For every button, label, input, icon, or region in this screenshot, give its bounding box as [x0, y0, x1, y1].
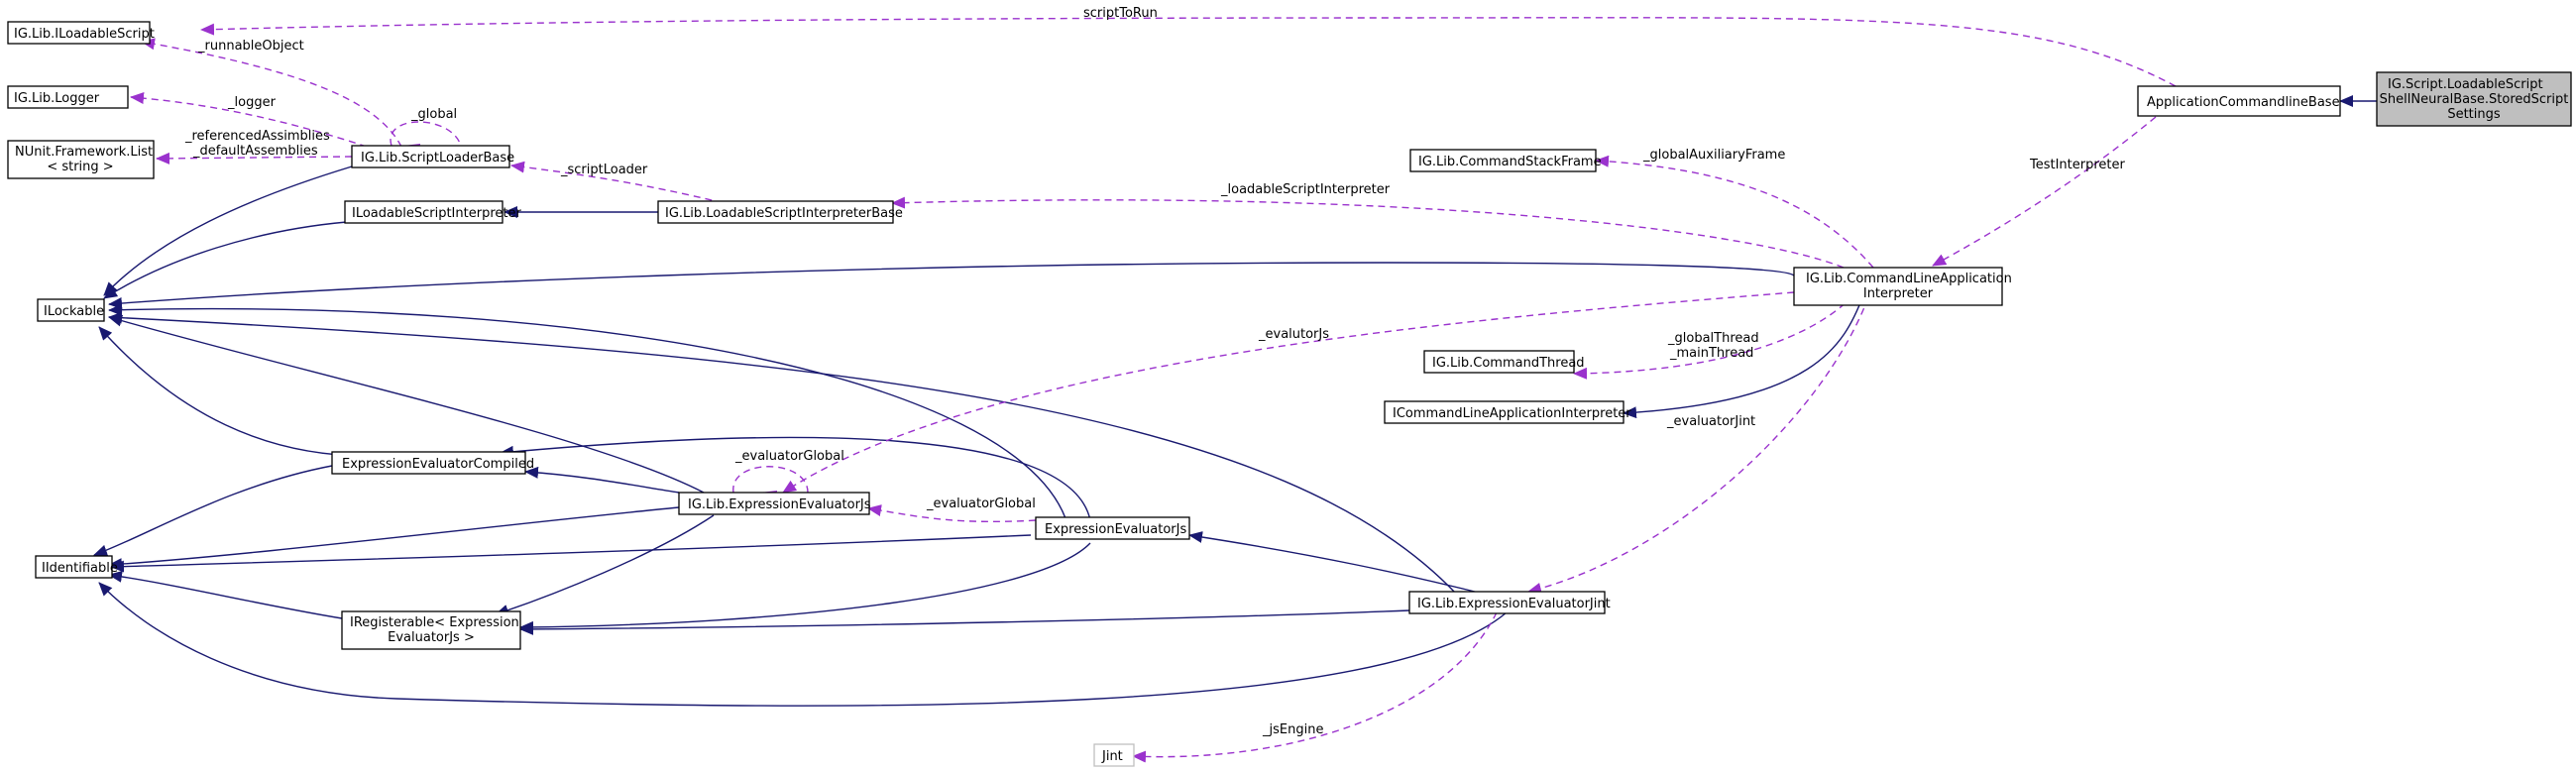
label-referenced-1: _referencedAssimblies [184, 129, 330, 144]
node-label-line-3: Settings [2447, 107, 2501, 122]
label-threads-1: _globalThread [1667, 331, 1759, 346]
class-node-scriptloaderbase[interactable]: IG.Lib.ScriptLoaderBase [351, 145, 514, 168]
node-label: ExpressionEvaluatorCompiled [342, 457, 534, 472]
node-label: Jint [1101, 749, 1123, 764]
class-node-iidentifiable[interactable]: IIdentifiable [35, 555, 118, 579]
edge-usage-loadableinterp [891, 196, 1845, 269]
label-runnableobject: _runnableObject [197, 39, 304, 54]
edge-igexprevaljs-inherits-ilockable [108, 314, 705, 494]
edge-exprevaljint-inherits-iregisterable [519, 609, 1410, 635]
nodes: IG.Lib.ILoadableScript IG.Lib.Logger NUn… [7, 21, 2572, 767]
class-node-commandlineapplicationinterpreter[interactable]: IG.Lib.CommandLineApplication Interprete… [1793, 267, 2012, 306]
edge-usage-global-self [390, 121, 462, 156]
class-node-storedscriptsettings[interactable]: IG.Script.LoadableScript ShellNeuralBase… [2376, 71, 2572, 127]
edge-usage-testinterp [1932, 116, 2157, 267]
edge-usage-evalutorjs [782, 291, 1795, 494]
class-node-iloadablescript[interactable]: IG.Lib.ILoadableScript [7, 21, 155, 45]
node-label: ICommandLineApplicationInterpreter [1393, 406, 1631, 421]
node-label: ApplicationCommandlineBase [2147, 95, 2340, 110]
class-node-expressionevaluatorcompiled[interactable]: ExpressionEvaluatorCompiled [331, 451, 534, 475]
node-label-line-2: < string > [47, 160, 113, 174]
class-node-iloadablescriptinterpreter[interactable]: ILoadableScriptInterpreter [344, 200, 521, 224]
edge-exprevalcompiled-inherits-ilockable [98, 326, 368, 457]
node-label: IG.Lib.ILoadableScript [14, 27, 155, 42]
node-label: IG.Lib.CommandThread [1432, 356, 1585, 371]
edge-igexprevaljs-inherits-iidentifiable [108, 506, 680, 571]
class-node-loadablescriptinterpreterbase[interactable]: IG.Lib.LoadableScriptInterpreterBase [657, 200, 903, 224]
label-loadableinterp: _loadableScriptInterpreter [1220, 182, 1391, 197]
label-scriptloader: _scriptLoader [560, 163, 648, 177]
node-label-line-2: Interpreter [1863, 286, 1934, 301]
edge-usage-evalglobal-self [732, 466, 809, 502]
node-label: ILoadableScriptInterpreter [352, 206, 521, 221]
label-threads-2: _mainThread [1669, 346, 1753, 361]
label-evalglobal-self: _evaluatorGlobal [734, 449, 844, 464]
edge-cmdlineinterp-inherits-icmdlineinterp [1623, 294, 1864, 419]
edge-igexprevaljs-inherits-exprevalcompiled [524, 466, 680, 494]
node-label-line-2: ShellNeuralBase.StoredScript [2380, 92, 2569, 107]
class-node-nunit-list[interactable]: NUnit.Framework.List < string > [7, 140, 155, 179]
edge-exprevaljint-inherits-iidentifiable [98, 582, 1508, 707]
label-evaljint: _evaluatorJint [1666, 414, 1755, 429]
edge-iloadableinterp-inherits-ilockable [103, 221, 348, 299]
class-node-icommandlineapplicationinterpreter[interactable]: ICommandLineApplicationInterpreter [1384, 400, 1631, 424]
label-globalaux: _globalAuxiliaryFrame [1642, 148, 1785, 163]
edge-usage-scriptloader [510, 161, 725, 204]
edge-usage-globalaux [1595, 155, 1874, 269]
edge-exprevalcompiled-inherits-iidentifiable [93, 465, 333, 557]
edge-exprevaljint-inherits-exprevaljs [1188, 531, 1488, 596]
label-referenced-2: _defaultAssemblies [192, 144, 318, 159]
class-node-logger[interactable]: IG.Lib.Logger [7, 85, 129, 109]
edge-scriptloaderbase-inherits-ilockable [103, 165, 353, 296]
label-scripttorun: scriptToRun [1083, 6, 1158, 21]
node-label: IG.Lib.ScriptLoaderBase [361, 151, 514, 165]
node-label-line-1: IG.Lib.CommandLineApplication [1806, 272, 2012, 286]
edge-exprevaljs-inherits-iidentifiable [110, 534, 1032, 573]
edge-usage-referenced [156, 152, 353, 165]
node-label: IG.Lib.ExpressionEvaluatorJs [688, 497, 871, 512]
class-node-commandthread[interactable]: IG.Lib.CommandThread [1423, 350, 1585, 374]
node-label: IG.Lib.CommandStackFrame [1418, 155, 1602, 169]
edge-exprevaljs-inherits-igexprevaljs [500, 436, 1091, 521]
edge-usage-jsengine [1132, 611, 1498, 763]
label-evalutorjs: _evalutorJs [1258, 327, 1329, 342]
class-node-applicationcommandlinebase[interactable]: ApplicationCommandlineBase [2137, 85, 2341, 117]
edge-iregisterable-inherits-iidentifiable [108, 570, 343, 619]
edge-usage-scripttorun [200, 17, 2177, 87]
class-node-commandstackframe[interactable]: IG.Lib.CommandStackFrame [1409, 149, 1602, 172]
label-logger: _logger [227, 95, 277, 110]
node-label: IG.Lib.Logger [14, 91, 100, 106]
edge-usage-logger [130, 92, 368, 148]
class-node-ig-expressionevaluatorjint[interactable]: IG.Lib.ExpressionEvaluatorJint [1408, 591, 1611, 614]
edge-usage-evalglobal [867, 504, 1037, 523]
edges [93, 17, 2377, 763]
label-jsengine: _jsEngine [1262, 722, 1323, 737]
edge-usage-runnableobject [141, 38, 402, 148]
class-node-ig-expressionevaluatorjs[interactable]: IG.Lib.ExpressionEvaluatorJs [678, 492, 871, 515]
class-node-expressionevaluatorjs[interactable]: ExpressionEvaluatorJs [1035, 516, 1190, 540]
label-testinterp: TestInterpreter [2029, 158, 2126, 172]
edge-exprevaljint-inherits-ilockable [108, 311, 1458, 596]
edge-exprevaljs-inherits-exprevalcompiled-alt [108, 303, 1066, 519]
node-label: IIdentifiable [42, 561, 118, 576]
node-label: IG.Lib.LoadableScriptInterpreterBase [665, 206, 903, 221]
node-label: IG.Lib.ExpressionEvaluatorJint [1417, 597, 1611, 611]
node-label: ExpressionEvaluatorJs [1045, 522, 1186, 537]
node-label-line-1: NUnit.Framework.List [15, 145, 153, 160]
edge-igexprevaljs-inherits-iregisterable [495, 514, 715, 616]
label-global: _global [410, 107, 457, 122]
node-label-line-1: IRegisterable< Expression [350, 615, 519, 630]
node-label-line-2: EvaluatorJs > [388, 630, 475, 645]
node-label: ILockable [44, 304, 104, 319]
edge-labels: scriptToRun _runnableObject _logger _glo… [184, 6, 2126, 737]
edge-cmdlineinterp-inherits-ilockable [108, 262, 1795, 310]
class-node-iregisterable[interactable]: IRegisterable< Expression EvaluatorJs > [341, 610, 521, 650]
edge-usage-threads [1573, 294, 1854, 380]
class-node-jint[interactable]: Jint [1093, 743, 1135, 767]
label-evalglobal: _evaluatorGlobal [926, 496, 1036, 511]
class-node-ilockable[interactable]: ILockable [37, 298, 105, 322]
node-label-line-1: IG.Script.LoadableScript [2388, 77, 2543, 92]
edge-exprevaljs-inherits-iregisterable [519, 542, 1091, 633]
